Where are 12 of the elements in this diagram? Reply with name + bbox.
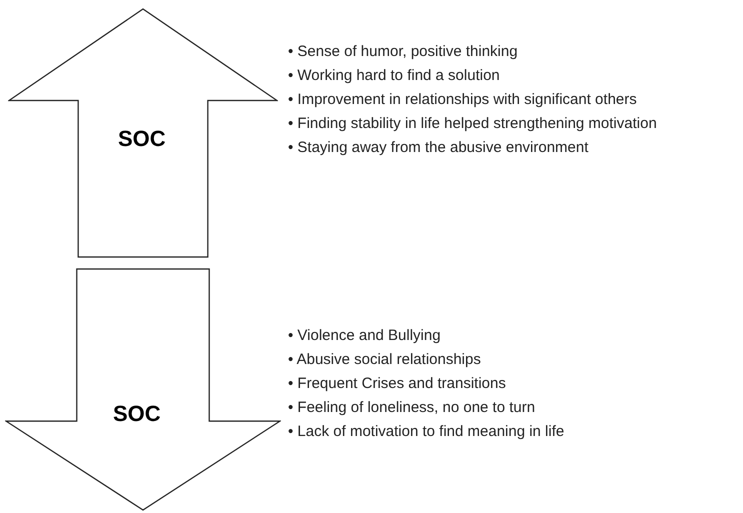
bullet-item: • Sense of humor, positive thinking xyxy=(288,42,519,62)
arrow-label: SOC xyxy=(113,401,161,427)
bullet-item: • Improvement in relationships with significant others xyxy=(288,90,638,110)
bullet-item: • Abusive social relationships xyxy=(288,350,482,370)
bullet-item: • Staying away from the abusive environment xyxy=(288,138,590,158)
bullet-item: • Violence and Bullying xyxy=(288,326,442,346)
bullet-item: • Finding stability in life helped strengthening motivation xyxy=(288,114,658,134)
bullet-item: • Working hard to find a solution xyxy=(288,66,501,86)
bullet-item: • Lack of motivation to find meaning in life xyxy=(288,422,566,442)
arrow-label: SOC xyxy=(118,126,166,152)
bullet-item: • Frequent Crises and transitions xyxy=(288,374,507,394)
bullet-item: • Feeling of loneliness, no one to turn xyxy=(288,398,536,418)
